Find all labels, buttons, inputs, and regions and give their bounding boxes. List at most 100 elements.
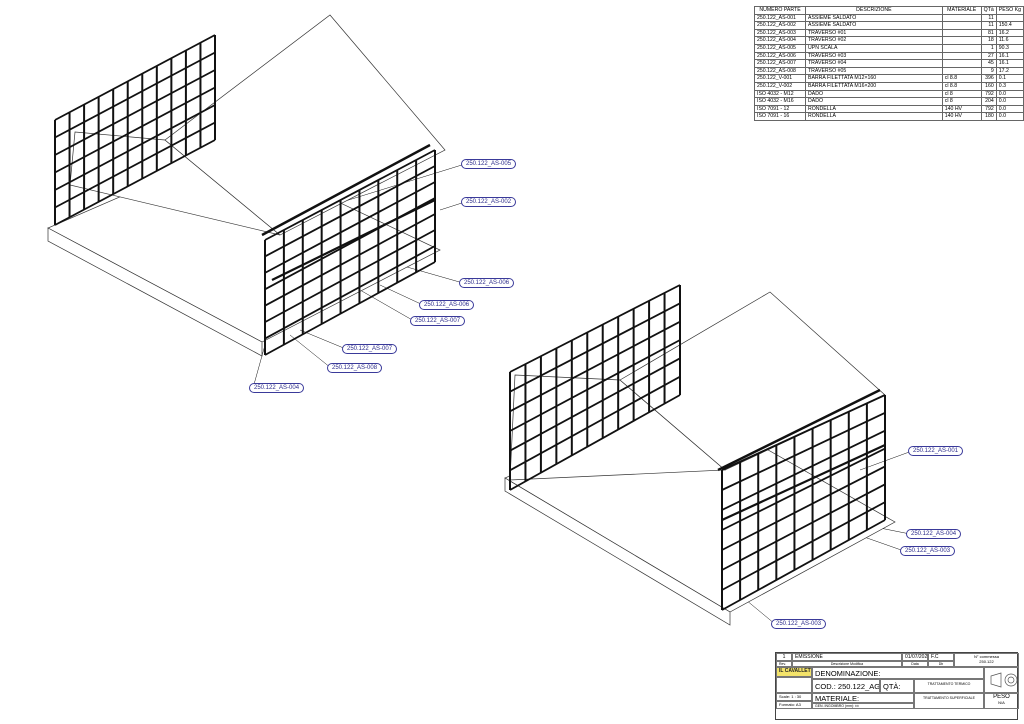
right-front-frame-beam <box>721 412 886 491</box>
projection-symbol-icon <box>984 667 1019 693</box>
bom-cell: 17.2 <box>995 66 1024 76</box>
bom-cell: ISO 4032 - M12 <box>753 89 807 99</box>
right-back-frame-beam <box>509 394 681 491</box>
right-front-frame-beam <box>721 501 886 591</box>
left-front-frame-beam <box>264 229 436 323</box>
bom-header: DESCRIZIONE <box>805 6 943 15</box>
left-roof <box>164 14 446 236</box>
bom-cell: 792 <box>980 89 997 99</box>
bom-cell: 140 HV <box>941 104 982 114</box>
bom-cell: 250.122_AS-004 <box>753 36 807 45</box>
bom-cell: 0.0 <box>995 112 1024 121</box>
bom-cell: RONDELLA <box>805 112 943 121</box>
leader-line <box>252 344 266 389</box>
commessa-label: N° commessa <box>974 654 999 659</box>
part-callout: 250.122_AS-004 <box>249 383 305 393</box>
bom-cell <box>941 51 982 61</box>
bom-cell: 250.122_AS-008 <box>753 66 807 76</box>
bom-cell <box>941 21 982 30</box>
bom-cell: 0.0 <box>995 89 1024 99</box>
right-front-frame-beam <box>721 447 886 531</box>
bom-cell: 250.122_AS-007 <box>753 59 807 68</box>
bom-cell: 0.0 <box>995 104 1024 114</box>
bom-cell: 250.122_V-002 <box>753 81 807 91</box>
left-front-frame-beam <box>264 149 436 241</box>
bom-cell: 11 <box>980 13 997 23</box>
material-label: MATERIALE: <box>812 693 914 703</box>
part-callout: 250.122_AS-007 <box>410 316 466 326</box>
bom-cell: 81 <box>980 28 997 38</box>
weight-value: N/A <box>998 700 1005 705</box>
right-back-frame-beam <box>509 375 681 472</box>
scale: Scale: 1 : 30 <box>776 693 812 701</box>
rev-label: Rev. <box>776 661 792 667</box>
bom-cell: 27 <box>980 51 997 61</box>
right-front-frame-beam <box>721 519 886 611</box>
bom-cell: 45 <box>980 59 997 68</box>
bom-cell: 16.2 <box>995 28 1024 38</box>
bom-cell: cl 8.8 <box>941 74 982 83</box>
right-front-frame-beam <box>721 394 886 471</box>
bom-cell: cl 8.8 <box>941 81 982 91</box>
right-slab-side <box>504 477 731 626</box>
part-callout: 250.122_AS-005 <box>461 159 517 169</box>
heat-treatment: TRATTAMENTO TERMICO <box>914 679 984 693</box>
bom-cell: 140 HV <box>941 112 982 121</box>
part-callout: 250.122_AS-007 <box>342 344 398 354</box>
bom-cell: UPN SCALA <box>805 43 943 53</box>
left-front-frame-beam <box>264 213 436 307</box>
leader-line <box>299 329 347 350</box>
bom-cell: 18 <box>980 36 997 45</box>
bom-cell: 396 <box>980 74 997 83</box>
right-front-frame-beam <box>721 483 886 571</box>
bom-cell: 11 <box>980 21 997 30</box>
left-back-frame-beam <box>54 86 216 174</box>
company-logo: IL CAVALLETTO <box>776 667 812 677</box>
bom-cell <box>941 36 982 45</box>
right-front-frame-beam <box>721 429 886 511</box>
right-rail <box>721 444 886 521</box>
bom-cell: 250.122_AS-003 <box>753 28 807 38</box>
bom-cell: 0.3 <box>995 81 1024 91</box>
bom-cell: 90.3 <box>995 43 1024 53</box>
title-block: 1 EMISSIONE 01/07/2025 F.C Rev. Descrizi… <box>775 652 1019 720</box>
bom-cell: 16.1 <box>995 59 1024 68</box>
bom-cell: cl 8 <box>941 97 982 106</box>
bom-cell: DADO <box>805 89 943 99</box>
rev-description: EMISSIONE <box>792 653 902 661</box>
right-back-frame-beam <box>509 302 681 393</box>
bom-cell <box>941 13 982 23</box>
leader-line <box>359 289 415 322</box>
rev-number: 1 <box>776 653 792 661</box>
bom-cell: 16.1 <box>995 51 1024 61</box>
bom-cell: ISO 7091 - 16 <box>753 112 807 121</box>
bom-header: PESO Kg <box>995 6 1024 15</box>
desc-label: Descrizione Modifica <box>792 661 902 667</box>
left-rail <box>261 143 431 237</box>
bom-cell: 0.0 <box>995 97 1024 106</box>
part-callout: 250.122_AS-004 <box>906 529 962 539</box>
left-back-frame-beam <box>54 104 216 191</box>
bom-cell: 180 <box>980 112 997 121</box>
bom-cell: TRAVERSO #04 <box>805 59 943 68</box>
bom-cell: 160 <box>980 81 997 91</box>
leader-line <box>439 201 466 211</box>
tolerances: GEN. INGOMBRO (mm): ±± <box>812 703 914 709</box>
left-back-frame-beam <box>54 121 216 209</box>
bom-cell: ASSIEME SALDATO <box>805 13 943 23</box>
bom-cell: 792 <box>980 104 997 114</box>
part-callout: 250.122_AS-003 <box>900 546 956 556</box>
bom-cell: 1 <box>980 43 997 53</box>
right-front-frame-beam <box>721 465 886 551</box>
left-back-frame-beam <box>54 139 216 226</box>
bom-cell <box>941 66 982 76</box>
